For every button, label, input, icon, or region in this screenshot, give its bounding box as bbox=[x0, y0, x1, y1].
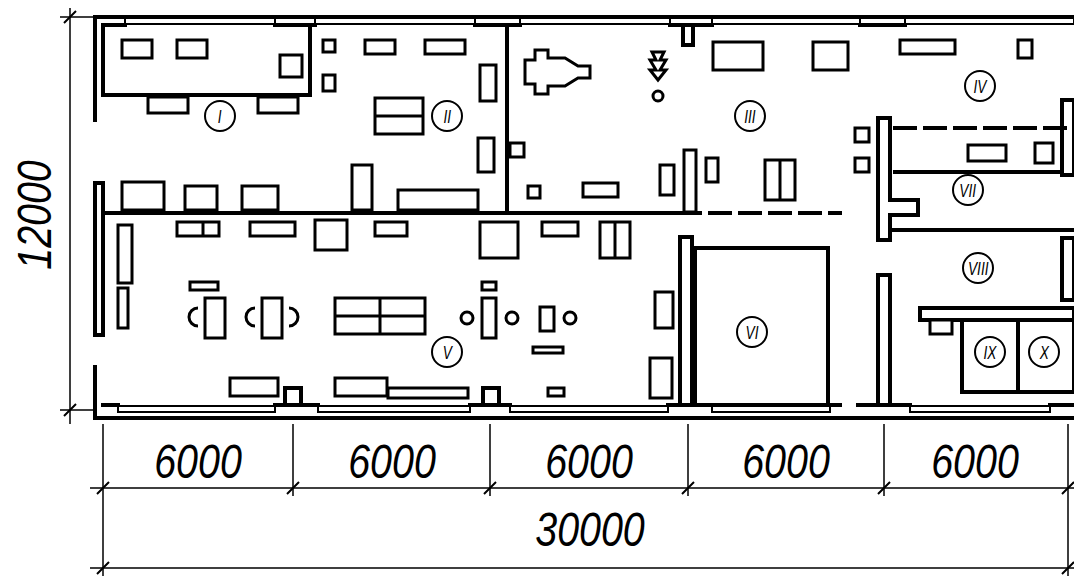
equipment bbox=[118, 40, 1053, 398]
room-number-circle: II bbox=[431, 100, 463, 132]
room-number-circle: X bbox=[1028, 336, 1060, 368]
dimension-label: 6000 bbox=[347, 438, 438, 486]
room-number: I bbox=[218, 107, 222, 126]
windows bbox=[118, 18, 1074, 412]
room-number: III bbox=[744, 107, 755, 126]
room-number-circle: VII bbox=[952, 174, 984, 206]
dimension-label: 6000 bbox=[930, 438, 1021, 486]
room-number: IX bbox=[984, 343, 997, 362]
room-number: X bbox=[1039, 343, 1048, 362]
room-number: VIII bbox=[968, 259, 989, 278]
dimension-label: 12000 bbox=[11, 159, 59, 272]
dimension-label: 6000 bbox=[741, 438, 832, 486]
room-number: VI bbox=[746, 323, 759, 342]
dimension-lines bbox=[60, 8, 1074, 576]
room-number-circle: IV bbox=[964, 70, 996, 102]
room-number: IV bbox=[974, 77, 987, 96]
dimension-label: 6000 bbox=[153, 438, 244, 486]
room-number: VII bbox=[960, 181, 977, 200]
room-number-circle: III bbox=[734, 100, 766, 132]
room-number-circle: I bbox=[204, 100, 236, 132]
room-number-circle: VI bbox=[736, 316, 768, 348]
walls bbox=[95, 17, 1074, 418]
room-number: V bbox=[442, 343, 451, 362]
dimension-label: 6000 bbox=[544, 438, 635, 486]
dimension-label: 30000 bbox=[534, 506, 647, 554]
room-number-circle: VIII bbox=[962, 252, 994, 284]
room-number-circle: V bbox=[431, 336, 463, 368]
room-number: II bbox=[443, 107, 451, 126]
room-number-circle: IX bbox=[974, 336, 1006, 368]
